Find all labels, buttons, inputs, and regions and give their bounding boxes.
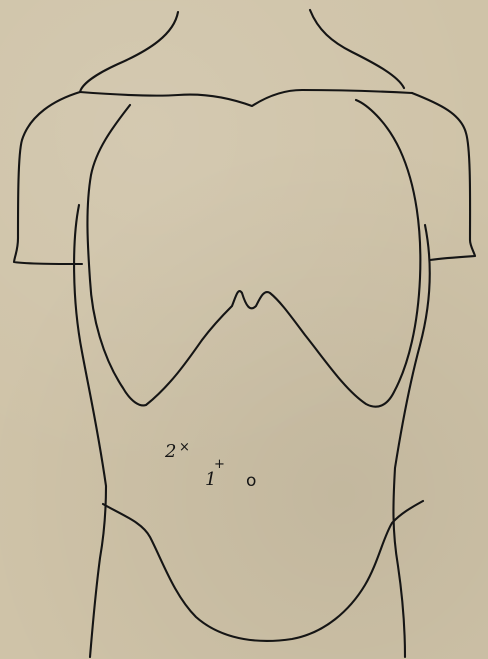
- right-shoulder-outline: [412, 93, 475, 260]
- ribcage-outline: [87, 100, 420, 407]
- lower-abdomen-outline: [103, 501, 423, 641]
- point-1-plus-marker: +: [214, 457, 225, 472]
- right-side-outline: [393, 225, 429, 657]
- point-2-x-marker: ×: [179, 440, 190, 455]
- left-shoulder-outline: [14, 92, 82, 264]
- point-0-circle-marker: o: [246, 471, 256, 491]
- neck-left-line: [80, 12, 178, 92]
- neck-right-line: [310, 10, 404, 88]
- point-1-label: 1: [205, 469, 216, 490]
- point-2-label: 2: [164, 441, 176, 462]
